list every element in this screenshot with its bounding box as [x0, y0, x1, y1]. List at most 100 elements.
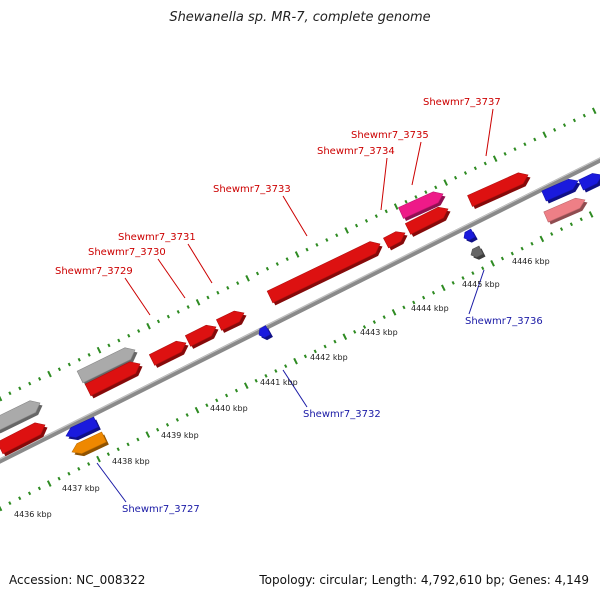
scale-label: 4440 kbp	[210, 404, 248, 413]
leader-line	[380, 157, 388, 211]
label-leader-lines	[96, 108, 494, 503]
inner-track-tick	[293, 357, 298, 365]
outer-track-tick	[146, 322, 151, 330]
inner-track-tick	[194, 406, 200, 414]
inner-track-tick	[333, 339, 337, 344]
inner-track-tick	[126, 442, 130, 447]
inner-track-tick	[481, 266, 485, 271]
outer-track-tick	[434, 185, 438, 190]
outer-track-tick	[562, 123, 567, 128]
outer-track-tick	[107, 343, 111, 348]
gene-15-arrow	[543, 197, 586, 223]
outer-track-tick	[463, 171, 468, 175]
inner-track-tick	[264, 374, 268, 378]
gene-11-arrow	[404, 206, 449, 235]
inner-track-tick	[569, 222, 574, 227]
inner-track-tick	[520, 246, 524, 251]
outer-track-tick	[226, 286, 230, 290]
inner-track-tick	[254, 378, 258, 383]
outer-track-tick	[572, 118, 577, 123]
inner-track-tick	[8, 501, 12, 505]
outer-track-tick	[374, 214, 378, 218]
gene-17-arrow	[71, 431, 107, 454]
outer-track-tick	[483, 161, 487, 166]
inner-track-tick	[471, 271, 475, 276]
gene-7-arrow	[216, 310, 245, 331]
inner-track-tick	[145, 431, 151, 438]
inner-track-tick	[165, 422, 170, 427]
gene-features	[0, 172, 600, 457]
scale-label: 4437 kbp	[62, 484, 100, 493]
outer-track-tick	[315, 242, 319, 247]
gene-labels: Shewmr7_3729Shewmr7_3730Shewmr7_3731Shew…	[55, 97, 543, 515]
outer-track-tick	[77, 357, 81, 362]
leader-line	[411, 141, 422, 186]
outer-track-tick	[156, 319, 161, 324]
outer-track-tick	[67, 362, 71, 367]
outer-track-tick	[384, 209, 388, 214]
outer-track-tick	[0, 395, 3, 402]
leader-line	[96, 462, 127, 503]
gene-label: Shewmr7_3734	[317, 146, 395, 157]
outer-track-tick	[255, 271, 260, 276]
inner-track-tick	[461, 276, 465, 280]
outer-track-tick	[127, 333, 131, 338]
inner-track-tick	[57, 476, 61, 481]
backbone-line	[0, 157, 600, 464]
outer-track-tick	[294, 251, 300, 258]
outer-track-tick	[404, 199, 408, 204]
outer-track-tick	[335, 233, 339, 238]
genome-backbone	[0, 157, 600, 464]
inner-track-tick	[46, 480, 52, 487]
inner-track-tick	[274, 369, 278, 373]
gene-label: Shewmr7_3737	[423, 97, 501, 108]
outer-track-tick	[503, 151, 507, 156]
outer-track-tick	[8, 391, 12, 396]
gene-2-arrow	[0, 422, 46, 455]
gene-13-arrow	[541, 178, 579, 202]
inner-track-tick	[559, 227, 564, 231]
outer-track-tick	[424, 190, 428, 195]
outer-track-tick	[38, 376, 42, 381]
gene-label: Shewmr7_3732	[303, 409, 381, 420]
outer-track-tick	[513, 147, 517, 151]
gene-19-arrow	[463, 228, 476, 241]
inner-track-tick	[402, 305, 406, 310]
outer-track-tick	[354, 223, 359, 228]
outer-track-tick	[591, 107, 597, 115]
inner-track-tick	[284, 364, 288, 368]
inner-track-tick	[391, 308, 397, 316]
inner-track-tick	[224, 393, 229, 398]
outer-track-tick	[186, 305, 190, 309]
inner-track-tick	[539, 235, 545, 243]
inner-track-tick	[588, 211, 594, 218]
outer-track-tick	[206, 295, 210, 300]
outer-track-tick	[96, 346, 102, 354]
inner-track-tick	[37, 486, 42, 491]
scale-label: 4446 kbp	[512, 257, 550, 266]
inner-track-tick	[185, 413, 189, 417]
leader-line	[157, 258, 186, 299]
outer-track-tick	[553, 128, 557, 132]
inner-track-tick	[362, 325, 367, 329]
outer-track-tick	[195, 298, 201, 306]
accession-text: Accession: NC_008322	[9, 573, 146, 587]
gene-label: Shewmr7_3730	[88, 247, 166, 258]
outer-track-tick	[393, 203, 399, 210]
outer-track-tick	[236, 281, 240, 285]
genome-summary-text: Topology: circular; Length: 4,792,610 bp…	[259, 573, 589, 587]
inner-track-tick	[234, 388, 239, 393]
outer-track-tick	[47, 370, 52, 378]
inner-track-tick	[106, 452, 110, 457]
outer-track-tick	[582, 113, 586, 118]
scale-label: 4438 kbp	[112, 457, 150, 466]
inner-track-tick	[550, 232, 554, 236]
inner-track-tick	[96, 455, 101, 463]
inner-track-tick	[342, 333, 348, 341]
outer-track-tick	[473, 166, 477, 171]
inner-track-tick	[323, 344, 327, 349]
inner-track-tick	[431, 290, 436, 295]
inner-track-tick	[510, 251, 514, 256]
outer-track-tick	[245, 275, 250, 282]
leader-line	[468, 269, 485, 315]
